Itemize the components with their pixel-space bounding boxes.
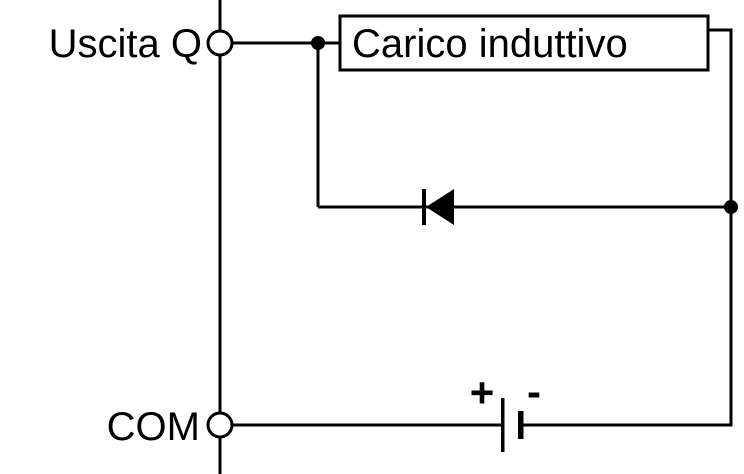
load-label: Carico induttivo	[352, 22, 628, 66]
diode-anode-triangle	[426, 189, 454, 225]
junction-dot-top	[311, 36, 325, 50]
battery-positive-plate	[501, 398, 505, 452]
inductive-load-box	[338, 14, 710, 72]
flyback-diode-icon	[422, 189, 454, 225]
output-terminal	[206, 29, 234, 57]
output-label: Uscita Q	[49, 22, 202, 66]
battery-negative-plate	[518, 411, 524, 439]
com-terminal	[206, 411, 234, 439]
battery-plus-label: +	[470, 369, 495, 416]
wire-right-vertical	[708, 28, 733, 425]
com-label: COM	[107, 405, 200, 449]
battery-minus-label: -	[527, 368, 541, 415]
junction-dot-right	[724, 200, 738, 214]
diode-cathode-bar	[422, 189, 426, 225]
battery-icon: + -	[470, 368, 541, 452]
